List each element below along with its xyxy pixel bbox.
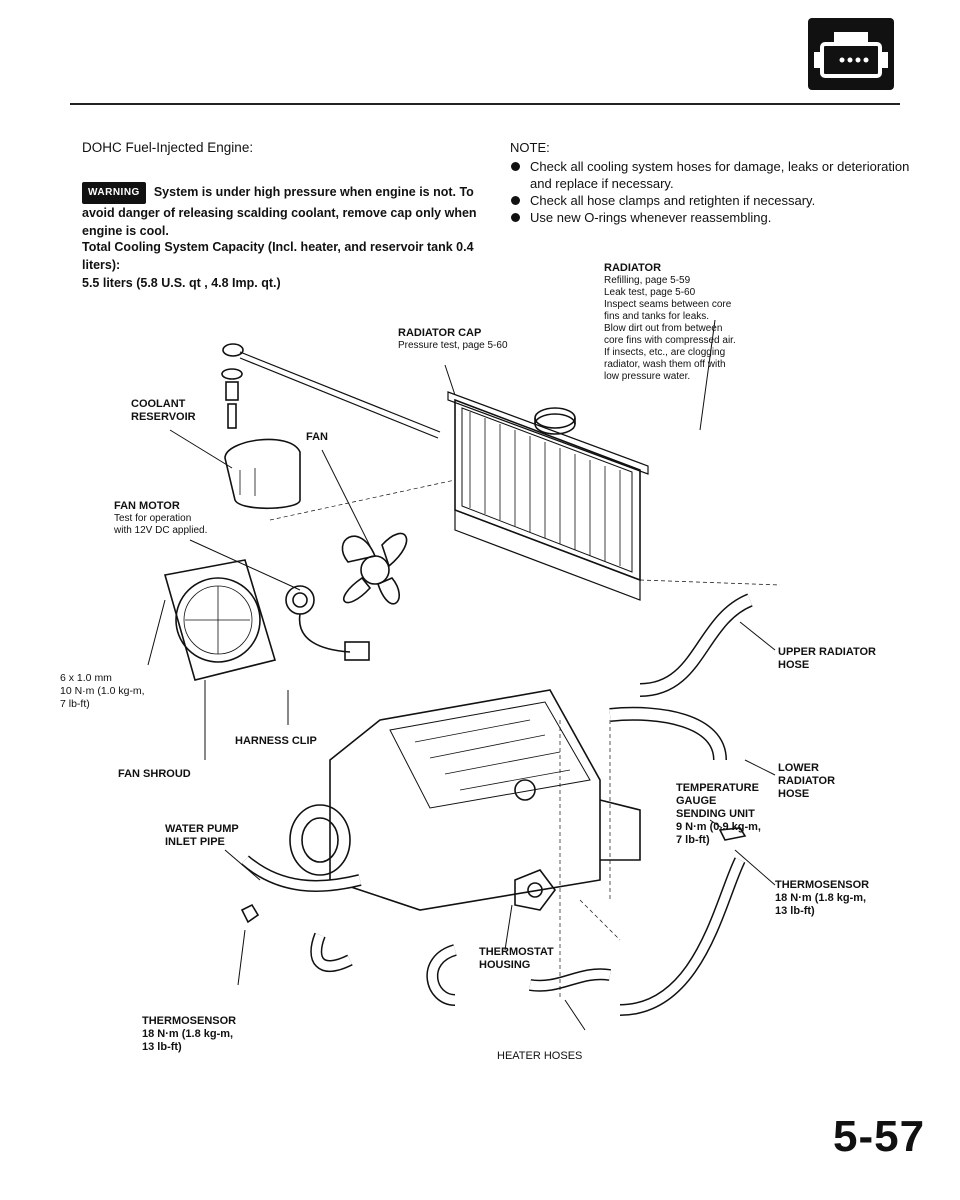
fan-motor-drawing	[285, 585, 370, 661]
leader-fan-motor	[189, 539, 301, 591]
heater-hoses-drawing	[529, 857, 746, 1016]
capacity-block: Total Cooling System Capacity (Incl. hea…	[82, 238, 482, 292]
leader-heater-hoses	[564, 999, 586, 1031]
leader-upper-hose	[739, 621, 776, 651]
capacity-value: 5.5 liters (5.8 U.S. qt , 4.8 Imp. qt.)	[82, 276, 281, 290]
radiator-drawing	[447, 391, 649, 601]
leader-coolant-reservoir	[169, 429, 233, 469]
radiator-cap-drawing	[534, 407, 576, 435]
thermostat-housing-drawing	[514, 869, 556, 911]
label-radiator: RADIATOR Refilling, page 5-59 Leak test,…	[604, 262, 736, 382]
label-fan-bolt: 6 x 1.0 mm 10 N·m (1.0 kg-m, 7 lb-ft)	[60, 672, 145, 710]
label-thermosensor-right: THERMOSENSOR 18 N·m (1.8 kg-m, 13 lb-ft)	[775, 879, 870, 917]
notes-list: Check all cooling system hoses for damag…	[510, 158, 910, 226]
thermosensor-drawings	[240, 827, 747, 924]
fan-drawing	[341, 532, 408, 605]
leader-thermosensor-right	[734, 849, 776, 886]
engine-icon	[808, 18, 894, 90]
leader-thermostat-housing	[504, 904, 513, 951]
note-item: Check all hose clamps and retighten if n…	[510, 192, 910, 209]
label-fan-motor: FAN MOTOR Test for operation with 12V DC…	[114, 500, 208, 536]
leader-lower-hose	[744, 759, 776, 776]
small-hoses-drawing	[310, 932, 458, 1006]
fan-shroud-drawing	[163, 559, 277, 681]
label-harness-clip: HARNESS CLIP	[235, 735, 317, 747]
warning-badge: WARNING	[82, 182, 146, 204]
label-water-pump-inlet-pipe: WATER PUMP INLET PIPE	[165, 823, 239, 848]
label-fan-shroud: FAN SHROUD	[118, 768, 191, 780]
label-heater-hoses: HEATER HOSES	[497, 1050, 583, 1062]
upper-hose-drawing	[639, 593, 753, 697]
label-radiator-cap: RADIATOR CAP Pressure test, page 5-60	[398, 327, 508, 351]
leader-radiator-cap	[444, 364, 456, 396]
leader-temp-gauge	[709, 819, 723, 829]
label-thermostat-housing: THERMOSTAT HOUSING	[479, 946, 554, 971]
label-fan: FAN	[306, 431, 328, 443]
notes-block: NOTE: Check all cooling system hoses for…	[510, 139, 910, 226]
capacity-text: Total Cooling System Capacity (Incl. hea…	[82, 240, 474, 272]
warning-text: System is under high pressure when engin…	[82, 185, 477, 238]
leader-fan-bolt	[147, 599, 166, 666]
engine-drawing	[289, 689, 641, 911]
header-rule	[70, 103, 900, 105]
label-thermosensor-left: THERMOSENSOR 18 N·m (1.8 kg-m, 13 lb-ft)	[142, 1015, 237, 1053]
label-upper-hose: UPPER RADIATOR HOSE	[778, 646, 876, 671]
page-number: 5-57	[833, 1112, 926, 1161]
section-title: DOHC Fuel-Injected Engine:	[82, 140, 254, 155]
lower-hose-drawing	[609, 706, 727, 761]
leader-radiator	[699, 319, 716, 431]
water-pump-inlet-pipe-drawing	[241, 855, 362, 892]
leader-fan	[321, 449, 376, 557]
notes-heading: NOTE:	[510, 140, 550, 155]
label-lower-hose: LOWER RADIATOR HOSE	[778, 762, 836, 800]
leader-water-pump-pipe	[224, 849, 261, 881]
note-item: Use new O-rings whenever reassembling.	[510, 209, 910, 226]
coolant-reservoir-drawing	[221, 343, 441, 510]
label-coolant-reservoir: COOLANT RESERVOIR	[131, 398, 196, 423]
note-item: Check all cooling system hoses for damag…	[510, 158, 910, 192]
leader-thermosensor-left	[237, 929, 246, 986]
label-temp-gauge-sending-unit: TEMPERATURE GAUGE SENDING UNIT 9 N·m (0.…	[676, 782, 761, 846]
